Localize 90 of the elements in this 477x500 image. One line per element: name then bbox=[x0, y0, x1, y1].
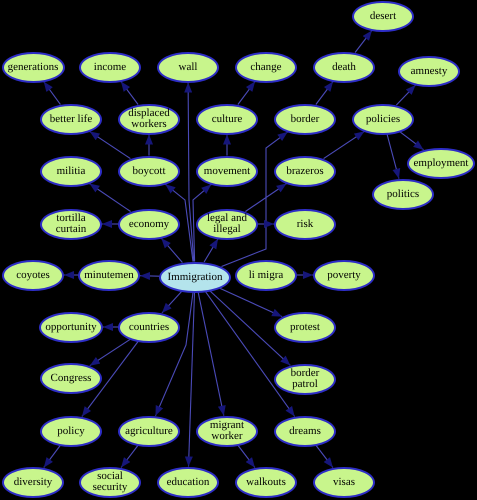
arrow bbox=[145, 134, 153, 156]
node-label: politics bbox=[386, 188, 420, 200]
ellipse-node bbox=[40, 156, 102, 186]
ellipse-node bbox=[40, 362, 102, 394]
node-label: walkouts bbox=[246, 476, 286, 488]
arrow bbox=[316, 445, 334, 468]
arrow bbox=[198, 292, 226, 416]
node-label: displaced workers bbox=[127, 108, 171, 130]
arrow bbox=[238, 445, 256, 468]
node-label: coyotes bbox=[16, 270, 50, 280]
arrow bbox=[184, 292, 196, 467]
node-label: wall bbox=[178, 62, 198, 72]
node-label: education bbox=[166, 476, 210, 488]
node-label: legal and illegal bbox=[206, 213, 248, 235]
arrow bbox=[205, 291, 296, 417]
arrow bbox=[103, 323, 118, 331]
ellipse-node bbox=[196, 208, 258, 240]
node-label: income bbox=[94, 62, 126, 72]
arrow bbox=[192, 184, 212, 262]
node-label: countries bbox=[128, 322, 170, 332]
node-label: diversity bbox=[14, 476, 52, 488]
node-label: policy bbox=[57, 426, 85, 436]
node-label: visas bbox=[333, 476, 355, 488]
node-label: movement bbox=[204, 166, 250, 176]
node-label: opportunity bbox=[45, 322, 97, 332]
node-label: economy bbox=[128, 218, 170, 230]
arrow bbox=[220, 288, 282, 318]
arrow bbox=[204, 238, 218, 262]
arrow bbox=[43, 81, 61, 105]
node-label: social security bbox=[92, 471, 128, 493]
node-label: death bbox=[332, 62, 356, 72]
node-label: migrant worker bbox=[208, 420, 246, 442]
ellipse-node bbox=[274, 312, 336, 342]
arrow bbox=[89, 183, 131, 212]
arrow bbox=[90, 338, 130, 366]
node-label: border bbox=[290, 114, 320, 124]
node-label: change bbox=[250, 62, 282, 72]
node-label: brazeros bbox=[286, 166, 324, 176]
arrow bbox=[120, 445, 138, 468]
arrow bbox=[160, 238, 183, 263]
ellipse-node bbox=[40, 104, 102, 134]
arrow bbox=[155, 292, 194, 416]
node-label: Congress bbox=[50, 372, 92, 384]
ellipse-node bbox=[352, 104, 414, 134]
node-label: Immigration bbox=[168, 272, 222, 282]
arrow bbox=[245, 183, 287, 212]
node-label: employment bbox=[414, 158, 468, 168]
node-label: minutemen bbox=[84, 270, 134, 280]
arrow bbox=[297, 271, 313, 279]
node-label: better life bbox=[50, 114, 92, 124]
ellipse-node bbox=[159, 262, 231, 292]
node-label: boycott bbox=[132, 166, 166, 176]
arrow bbox=[223, 134, 231, 156]
arrow bbox=[64, 271, 78, 279]
node-label: agriculture bbox=[125, 426, 173, 436]
node-label: dreams bbox=[289, 426, 321, 436]
ellipse-node bbox=[274, 364, 336, 394]
node-label: protest bbox=[290, 322, 320, 332]
arrow bbox=[400, 131, 424, 150]
arrow bbox=[162, 291, 182, 314]
arrow bbox=[221, 131, 288, 268]
node-label: desert bbox=[370, 10, 396, 22]
arrow bbox=[43, 445, 61, 468]
node-label: tortilla curtain bbox=[54, 213, 88, 235]
node-label: culture bbox=[212, 114, 242, 124]
arrow bbox=[237, 81, 256, 105]
node-label: policies bbox=[366, 114, 400, 124]
arrow bbox=[120, 81, 139, 105]
arrow bbox=[81, 341, 139, 417]
arrow bbox=[210, 290, 291, 366]
node-label: border patrol bbox=[290, 368, 320, 390]
node-label: amnesty bbox=[410, 66, 448, 76]
node-label: li migra bbox=[248, 270, 284, 280]
arrow bbox=[396, 84, 416, 106]
arrow bbox=[89, 130, 131, 160]
arrow bbox=[258, 220, 274, 228]
arrow bbox=[315, 81, 334, 105]
node-label: poverty bbox=[327, 270, 361, 280]
arrow bbox=[354, 30, 372, 53]
node-label: risk bbox=[296, 218, 314, 230]
ellipse-node bbox=[235, 260, 297, 290]
arrow bbox=[164, 184, 194, 262]
node-label: generations bbox=[8, 62, 58, 72]
ellipse-node bbox=[274, 156, 336, 186]
arrow bbox=[140, 272, 160, 280]
arrow bbox=[102, 220, 118, 228]
arrow bbox=[184, 82, 194, 262]
node-label: militia bbox=[56, 166, 86, 176]
arrow bbox=[323, 130, 365, 160]
arrow bbox=[386, 134, 400, 179]
